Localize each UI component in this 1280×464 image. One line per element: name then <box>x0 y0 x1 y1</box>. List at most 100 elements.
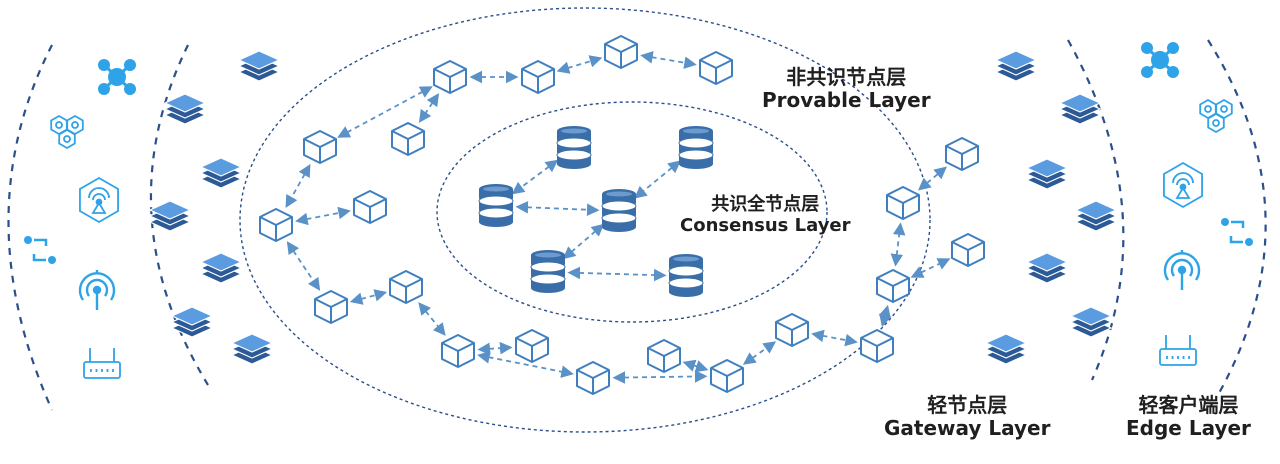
cube-node-icon <box>433 60 467 94</box>
connection-arrow <box>811 329 858 347</box>
consensus-layer-label: 共识全节点层 Consensus Layer <box>680 194 851 236</box>
cube-node-icon <box>391 122 425 156</box>
cube-node-icon <box>441 334 475 368</box>
right-outer-arc <box>1207 39 1267 396</box>
connection-arrow <box>515 201 600 216</box>
wireless-signal-icon <box>1163 250 1201 290</box>
gateway-nodes <box>148 50 1118 365</box>
connection-arrow <box>742 341 777 365</box>
hexagon-cluster-icon <box>1199 98 1233 134</box>
layered-stack-icon <box>199 157 243 189</box>
database-node-icon <box>530 250 566 293</box>
connection-arrow <box>349 289 388 305</box>
connection-arrow <box>285 163 311 209</box>
edge-layer-title-zh: 轻客户端层 <box>1138 393 1239 417</box>
cube-node-icon <box>699 51 733 85</box>
router-icon <box>1159 335 1197 366</box>
database-node-icon <box>601 189 637 232</box>
hexagon-cluster-icon <box>50 114 84 150</box>
connection-arrow <box>878 304 892 328</box>
gateway-layer-label: 轻节点层 Gateway Layer <box>884 394 1050 440</box>
layered-stack-icon <box>199 252 243 284</box>
connection-arrow <box>562 223 605 260</box>
layered-stack-icon <box>163 93 207 125</box>
edge-boundaries <box>7 39 1267 411</box>
cube-node-icon <box>604 35 638 69</box>
database-node-icon <box>556 126 592 169</box>
drone-icon <box>1141 42 1179 78</box>
layered-stack-icon <box>1058 93 1102 125</box>
cube-node-icon <box>576 361 610 395</box>
layered-stack-icon <box>994 50 1038 82</box>
consensus-layer-ellipse <box>436 101 828 323</box>
cube-node-icon <box>303 130 337 164</box>
gateway-layer-title-zh: 轻节点层 <box>927 393 1008 417</box>
antenna-hex-icon <box>79 176 119 224</box>
connection-arrows <box>285 51 951 384</box>
database-node-icon <box>678 126 714 169</box>
connection-arrow <box>634 160 681 199</box>
connection-arrow <box>418 302 446 336</box>
connector-icon <box>24 236 56 264</box>
layered-stack-icon <box>170 306 214 338</box>
wireless-signal-icon <box>78 270 116 310</box>
router-icon <box>83 348 121 379</box>
consensus-nodes <box>478 126 714 297</box>
connection-arrow <box>477 341 513 356</box>
left-outer-arc <box>7 44 54 411</box>
database-node-icon <box>478 184 514 227</box>
connector-icon <box>1221 218 1253 246</box>
cube-node-icon <box>389 270 423 304</box>
cube-node-icon <box>876 269 910 303</box>
consensus-layer-title-en: Consensus Layer <box>680 214 851 236</box>
connection-arrow <box>418 93 440 123</box>
layered-stack-icon <box>984 333 1028 365</box>
edge-layer-title-en: Edge Layer <box>1126 416 1251 440</box>
edge-devices <box>24 42 1253 379</box>
layered-stack-icon <box>237 50 281 82</box>
connection-arrow <box>511 159 559 195</box>
antenna-hex-icon <box>1163 161 1203 209</box>
cube-node-icon <box>259 208 293 242</box>
connection-arrow <box>612 370 708 384</box>
connection-arrow <box>682 359 709 373</box>
cube-node-icon <box>775 313 809 347</box>
cube-node-icon <box>951 233 985 267</box>
cube-node-icon <box>945 137 979 171</box>
connection-arrow <box>286 241 321 291</box>
right-inner-arc <box>1067 39 1125 381</box>
database-node-icon <box>668 254 704 297</box>
cube-node-icon <box>515 329 549 363</box>
layered-stack-icon <box>230 333 274 365</box>
layered-stack-icon <box>1074 200 1118 232</box>
cube-node-icon <box>353 190 387 224</box>
provable-layer-title-zh: 非共识节点层 <box>786 65 907 89</box>
layered-stack-icon <box>1069 306 1113 338</box>
connection-arrow <box>890 222 906 267</box>
cube-node-icon <box>521 60 555 94</box>
cube-node-icon <box>647 339 681 373</box>
connection-arrow <box>295 206 351 226</box>
provable-layer-label: 非共识节点层 Provable Layer <box>762 66 931 112</box>
provable-nodes <box>259 35 985 395</box>
connection-arrow <box>640 51 697 69</box>
connection-arrow <box>567 266 667 282</box>
layered-stack-icon <box>148 200 192 232</box>
drone-icon <box>98 59 136 95</box>
connection-arrow <box>910 258 951 278</box>
connection-arrow <box>556 55 603 74</box>
cube-node-icon <box>314 290 348 324</box>
layered-stack-icon <box>1025 252 1069 284</box>
edge-layer-label: 轻客户端层 Edge Layer <box>1126 394 1251 440</box>
gateway-layer-title-en: Gateway Layer <box>884 416 1051 440</box>
consensus-layer-title-zh: 共识全节点层 <box>711 194 820 215</box>
layered-stack-icon <box>1025 158 1069 190</box>
provable-layer-title-en: Provable Layer <box>762 88 931 112</box>
connection-arrow <box>917 166 948 191</box>
cube-node-icon <box>886 186 920 220</box>
provable-layer-ellipse <box>239 7 931 433</box>
cube-node-icon <box>710 359 744 393</box>
connection-arrow <box>477 351 574 378</box>
